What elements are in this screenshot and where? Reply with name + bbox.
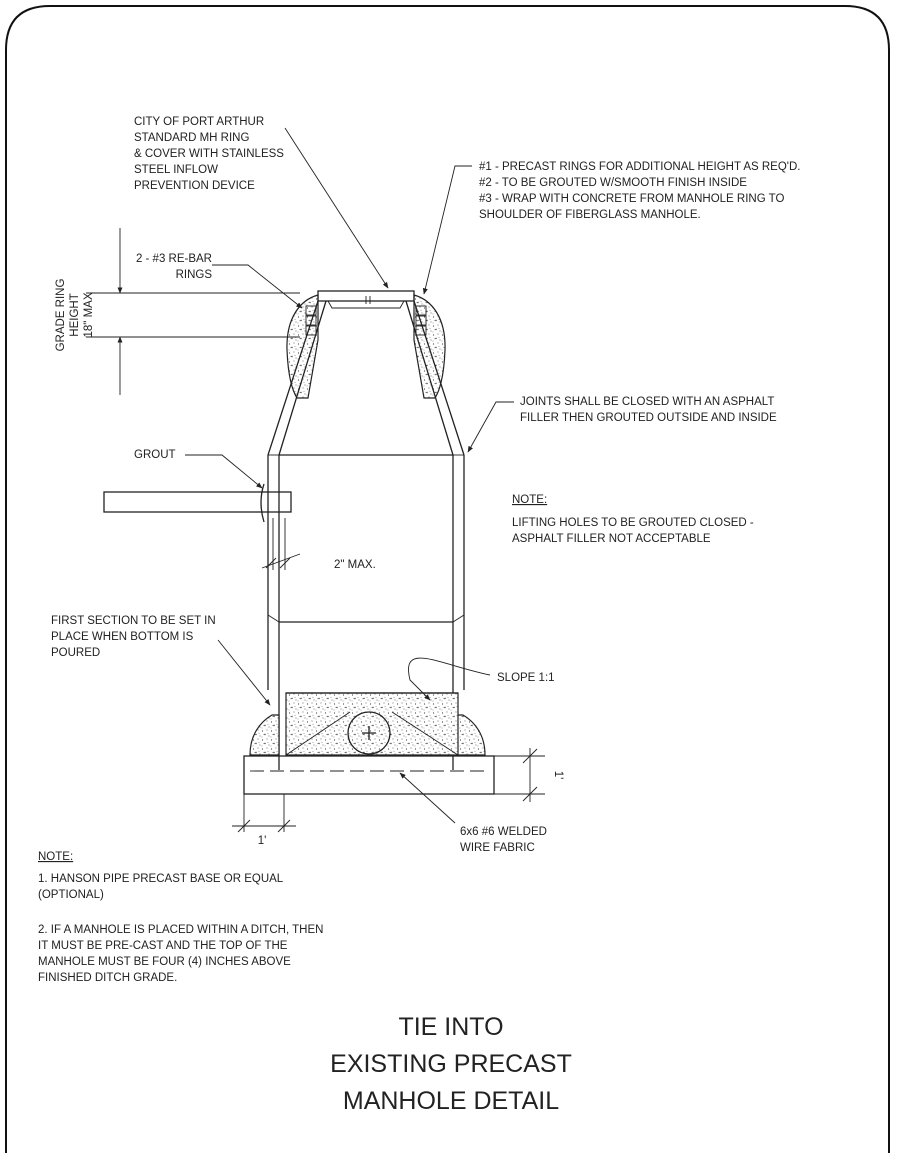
svg-text:RINGS: RINGS xyxy=(176,269,213,281)
svg-text:#2 - TO BE GROUTED W/SMOOTH: #2 - TO BE GROUTED W/SMOOTH FINISH INSID… xyxy=(479,177,747,189)
invert-fill xyxy=(285,692,459,756)
svg-text:CITY OF PORT ARTHUR: CITY OF PORT ARTHUR xyxy=(134,116,264,128)
svg-text:2 - #3 RE-BAR: 2 - #3 RE-BAR xyxy=(136,253,212,265)
callout-grout: GROUT xyxy=(134,449,176,461)
svg-text:6x6 #6 WELDED: 6x6 #6 WELDED xyxy=(460,826,547,838)
svg-text:IT MUST BE PRE-CAST AND THE TO: IT MUST BE PRE-CAST AND THE TOP OF THE xyxy=(38,940,288,952)
svg-text:HEIGHT: HEIGHT xyxy=(69,293,81,336)
rebar-rings-right xyxy=(415,305,427,336)
svg-text:ASPHALT FILLER NOT ACCEPTABLE: ASPHALT FILLER NOT ACCEPTABLE xyxy=(512,533,711,545)
base-slab xyxy=(243,755,495,795)
drawing-title: TIE INTO EXISTING PRECAST MANHOLE DETAIL xyxy=(330,1013,572,1115)
svg-text:MANHOLE MUST BE FOUR (4) INCHE: MANHOLE MUST BE FOUR (4) INCHES ABOVE xyxy=(38,956,291,968)
svg-text:GRADE RING: GRADE RING xyxy=(55,279,67,352)
general-notes: NOTE: 1. HANSON PIPE PRECAST BASE OR EQU… xyxy=(38,851,323,984)
callout-first-section: FIRST SECTION TO BE SET IN PLACE WHEN BO… xyxy=(51,615,216,659)
svg-text:1. HANSON PIPE PRECAST BASE OR: 1. HANSON PIPE PRECAST BASE OR EQUAL xyxy=(38,873,284,885)
svg-text:NOTE:: NOTE: xyxy=(38,851,73,863)
existing-pipe xyxy=(103,491,292,513)
svg-text:STEEL INFLOW: STEEL INFLOW xyxy=(134,164,218,176)
svg-text:(OPTIONAL): (OPTIONAL) xyxy=(38,889,104,901)
svg-text:2. IF A MANHOLE IS PLACED WITH: 2. IF A MANHOLE IS PLACED WITHIN A DITCH… xyxy=(38,924,323,936)
dim-base-thickness: 1' xyxy=(552,771,564,780)
callout-slope: SLOPE 1:1 xyxy=(497,672,555,684)
base-concrete-left xyxy=(249,714,280,756)
svg-text:18" MAX: 18" MAX xyxy=(83,292,95,337)
leader-lines xyxy=(185,127,514,824)
callout-precast-notes: #1 - PRECAST RINGS FOR ADDITIONAL HEIGHT… xyxy=(479,161,801,221)
svg-text:MANHOLE DETAIL: MANHOLE DETAIL xyxy=(343,1087,559,1115)
dimensions xyxy=(86,228,545,833)
svg-text:#1 - PRECAST RINGS FOR ADDIT: #1 - PRECAST RINGS FOR ADDITIONAL HEIGHT… xyxy=(479,161,801,173)
callout-ring-cover: CITY OF PORT ARTHUR STANDARD MH RING & C… xyxy=(134,116,284,192)
svg-text:TIE INTO: TIE INTO xyxy=(398,1013,503,1041)
cone-section xyxy=(267,300,465,456)
svg-text:NOTE:: NOTE: xyxy=(512,494,547,506)
svg-text:STANDARD MH RING: STANDARD MH RING xyxy=(134,132,249,144)
svg-text:& COVER WITH STAINLESS: & COVER WITH STAINLESS xyxy=(134,148,284,160)
svg-text:WIRE FABRIC: WIRE FABRIC xyxy=(460,842,535,854)
svg-text:#3 - WRAP WITH CONCRETE FROM: #3 - WRAP WITH CONCRETE FROM MANHOLE RIN… xyxy=(479,193,784,205)
svg-text:FIRST SECTION TO BE SET IN: FIRST SECTION TO BE SET IN xyxy=(51,615,216,627)
outlet-pipe xyxy=(347,711,391,755)
rebar-rings-left xyxy=(305,305,317,336)
svg-text:JOINTS SHALL BE CLOSED WITH AN: JOINTS SHALL BE CLOSED WITH AN ASPHALT xyxy=(520,396,774,408)
callout-gap: 2" MAX. xyxy=(334,559,376,571)
svg-text:FINISHED DITCH GRADE.: FINISHED DITCH GRADE. xyxy=(38,972,177,984)
callout-joints: JOINTS SHALL BE CLOSED WITH AN ASPHALT F… xyxy=(520,396,777,424)
dim-base-overhang: 1' xyxy=(258,835,267,847)
grout-patch xyxy=(260,483,265,523)
svg-text:EXISTING PRECAST: EXISTING PRECAST xyxy=(330,1050,572,1078)
callout-wire-fabric: 6x6 #6 WELDED WIRE FABRIC xyxy=(460,826,547,854)
sheet-border xyxy=(5,5,890,1153)
grade-ring-label: GRADE RING HEIGHT 18" MAX xyxy=(55,279,95,352)
svg-text:PLACE WHEN BOTTOM IS: PLACE WHEN BOTTOM IS xyxy=(51,631,194,643)
svg-text:SHOULDER OF FIBERGLASS MANHOLE: SHOULDER OF FIBERGLASS MANHOLE. xyxy=(479,209,701,221)
callout-lifting-holes: NOTE: LIFTING HOLES TO BE GROUTED CLOSED… xyxy=(512,494,754,545)
svg-text:LIFTING HOLES TO BE GROUTED CL: LIFTING HOLES TO BE GROUTED CLOSED - xyxy=(512,517,754,529)
svg-text:POURED: POURED xyxy=(51,647,100,659)
manhole-structure xyxy=(103,290,495,795)
svg-text:PREVENTION DEVICE: PREVENTION DEVICE xyxy=(134,180,255,192)
callout-rebar: 2 - #3 RE-BAR RINGS xyxy=(136,253,212,281)
svg-text:FILLER THEN GROUTED OUTSIDE AN: FILLER THEN GROUTED OUTSIDE AND INSIDE xyxy=(520,412,777,424)
